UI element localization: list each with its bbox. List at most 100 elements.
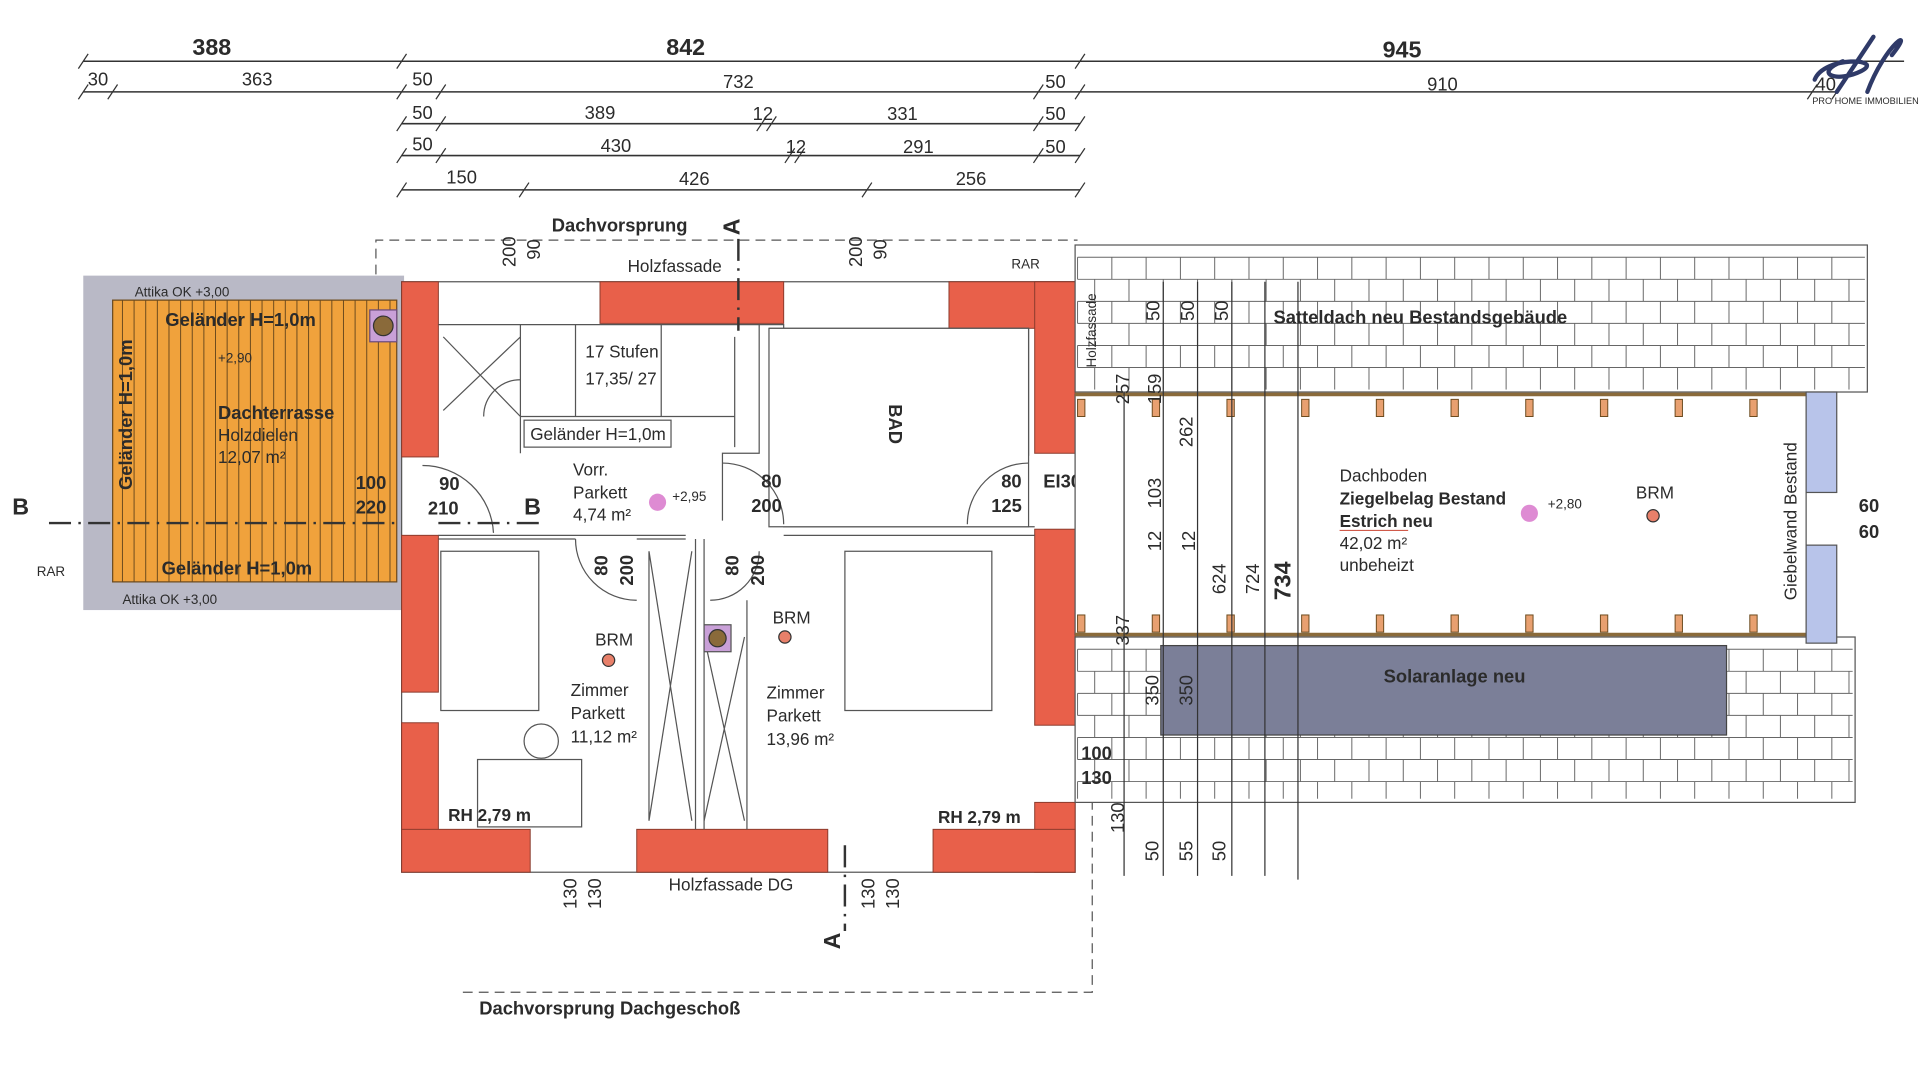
vdim: 50	[1141, 841, 1162, 861]
dim: 426	[679, 168, 710, 189]
section-a-marker: A	[719, 218, 745, 235]
section-b-marker: B	[524, 494, 541, 520]
vorr-floor: Parkett	[573, 483, 627, 503]
door-dim: 100	[356, 472, 387, 493]
dachvorsprung-label: Dachvorsprung	[552, 215, 688, 236]
rafter	[1301, 398, 1310, 417]
vorr-label: Vorr.	[573, 459, 608, 479]
dim: 50	[1045, 136, 1065, 157]
dim: 331	[887, 103, 918, 124]
bad-label: BAD	[885, 404, 906, 444]
main-floor	[401, 281, 1076, 873]
main-floor-labels: Holzfassade Holzfassade DG RAR 200 90 20…	[428, 236, 1081, 909]
rafter	[1375, 398, 1385, 417]
attika-label: Attika OK +3,00	[122, 592, 217, 607]
rar-label: RAR	[1011, 256, 1040, 271]
dim: 389	[585, 102, 616, 123]
dim: 12	[753, 103, 773, 124]
logo: PRO HOME IMMOBILIEN	[1812, 34, 1919, 106]
dim: 363	[242, 69, 273, 90]
vdim: 724	[1242, 563, 1263, 594]
window-dim: 60	[1859, 521, 1879, 542]
dim: 40	[1816, 74, 1836, 95]
giebelwand-label: Giebelwand Bestand	[1780, 442, 1800, 600]
vdim: 262	[1176, 416, 1197, 447]
solar-panel	[1160, 644, 1728, 736]
dim: 50	[412, 102, 432, 123]
dim: 150	[446, 167, 477, 188]
door-dim: 90	[870, 239, 891, 259]
stairs-label: 17 Stufen	[585, 342, 658, 362]
vdim: 350	[1141, 675, 1162, 706]
gelaender-label: Geländer H=1,0m	[165, 309, 315, 330]
dachvorsprung-dg-label: Dachvorsprung Dachgeschoß	[479, 997, 740, 1018]
door-dim: 90	[523, 239, 544, 259]
door-dim: 200	[499, 236, 520, 267]
rafter	[1599, 398, 1609, 417]
vdim: 12	[1144, 531, 1165, 551]
overhang-outline-bottom	[462, 796, 1093, 993]
brm-label: BRM	[1636, 483, 1674, 503]
room1-name: Zimmer	[571, 680, 629, 700]
rafter	[1151, 398, 1161, 417]
room1-area: 11,12 m²	[571, 726, 638, 746]
dim: 256	[956, 168, 987, 189]
dachboden-line: unbeheizt	[1340, 555, 1414, 575]
rar-label: RAR	[37, 564, 66, 579]
vdim: 130	[1081, 767, 1112, 788]
dim: 732	[723, 71, 754, 92]
brm-label: BRM	[595, 630, 633, 650]
door-dim: 200	[751, 495, 782, 516]
section-a-marker: A	[819, 932, 845, 949]
vdim: 103	[1144, 478, 1165, 509]
existing-building	[1074, 244, 1868, 880]
dim: 12	[786, 136, 806, 157]
rafter	[1525, 398, 1534, 417]
dimension-chains: 388 842 945 30 363 50 732 50 910 40 50 3…	[77, 34, 1905, 198]
rafter	[1375, 614, 1385, 633]
vdim: 624	[1209, 563, 1230, 594]
dim: 30	[88, 69, 108, 90]
dachboden-area: 42,02 m²	[1340, 533, 1408, 553]
holzfassade-label: Holzfassade	[628, 256, 722, 276]
logo-text: PRO HOME IMMOBILIEN	[1812, 96, 1918, 106]
room2-floor: Parkett	[767, 706, 821, 726]
satteldach-label: Satteldach neu Bestandsgebäude	[1273, 306, 1567, 327]
existing-building-labels: Satteldach neu Bestandsgebäude Holzfassa…	[1081, 293, 1879, 861]
dim-945: 945	[1383, 37, 1422, 63]
rafter	[1077, 614, 1086, 633]
door-dim: 80	[761, 471, 781, 492]
attika-label: Attika OK +3,00	[135, 284, 230, 299]
terrace-name: Dachterrasse	[218, 402, 334, 423]
rafter	[1226, 398, 1235, 417]
vdim: 100	[1081, 743, 1112, 764]
dim: 50	[1045, 103, 1065, 124]
vorr-area: 4,74 m²	[573, 505, 631, 525]
solar-label: Solaranlage neu	[1384, 665, 1526, 686]
rafter	[1077, 398, 1086, 417]
door-dim: 125	[991, 495, 1022, 516]
dim: 50	[1045, 71, 1065, 92]
vdim: 50	[1177, 301, 1198, 321]
holzfassade-dg-label: Holzfassade DG	[669, 875, 794, 895]
dachboden-line: Ziegelbelag Bestand	[1340, 489, 1507, 509]
gelaender-label: Geländer H=1,0m	[115, 339, 136, 490]
rafter	[1450, 398, 1459, 417]
door-dim: 80	[590, 555, 611, 575]
vdim: 55	[1176, 841, 1197, 861]
rafter	[1749, 398, 1758, 417]
vdim: 12	[1178, 531, 1199, 551]
room1-height: RH 2,79 m	[448, 805, 531, 825]
gelaender-stair-label: Geländer H=1,0m	[530, 424, 666, 444]
vdim: 159	[1144, 374, 1165, 405]
gelaender-label: Geländer H=1,0m	[162, 558, 312, 579]
dim: 50	[412, 69, 432, 90]
terrace-floor: Holzdielen	[218, 425, 298, 445]
window-dim: 60	[1859, 495, 1879, 516]
dim: 910	[1427, 74, 1458, 95]
vdim: 50	[1143, 301, 1164, 321]
rafter	[1226, 614, 1235, 633]
ei30-label: EI30	[1043, 471, 1081, 492]
rafter	[1450, 614, 1459, 633]
